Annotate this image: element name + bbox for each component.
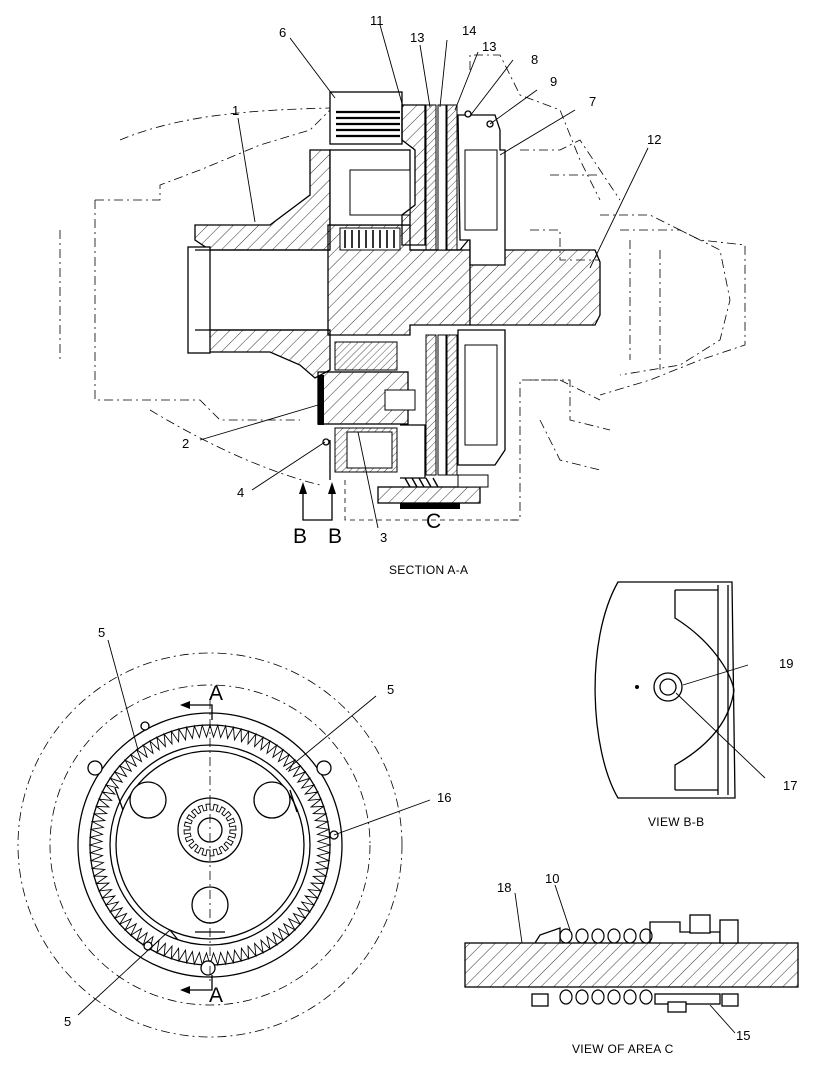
callout-3: 3	[380, 530, 388, 545]
section-mark-a-bottom: A	[209, 984, 224, 1007]
callout-1: 1	[232, 103, 240, 118]
callout-7: 7	[589, 94, 597, 109]
section-mark-b-right: B	[328, 525, 343, 548]
shaft-spline	[183, 803, 237, 857]
callout-2: 2	[182, 436, 190, 451]
section-mark-b-left: B	[293, 525, 308, 548]
callout-5c: 5	[64, 1014, 72, 1029]
section-mark-a-top: A	[209, 682, 224, 705]
view-b-b-drawing	[594, 581, 766, 799]
callout-4: 4	[237, 485, 245, 500]
callout-10: 10	[545, 871, 560, 886]
callout-9: 9	[550, 74, 558, 89]
ring-gear-teeth	[88, 723, 332, 967]
view-area-c-drawing	[464, 884, 799, 1034]
callout-16: 16	[437, 790, 452, 805]
callout-13b: 13	[482, 39, 497, 54]
callout-12: 12	[647, 132, 662, 147]
callout-5a: 5	[98, 625, 106, 640]
detail-mark-c: C	[426, 510, 442, 533]
plan-view-drawing	[17, 639, 431, 1038]
callout-14: 14	[462, 23, 477, 38]
callout-17: 17	[783, 778, 798, 793]
callout-8: 8	[531, 52, 539, 67]
callout-5b: 5	[387, 682, 395, 697]
caption-view-b-b: VIEW B-B	[648, 815, 705, 829]
caption-section-a-a: SECTION A-A	[389, 563, 469, 577]
callout-19: 19	[779, 656, 794, 671]
caption-view-area-c: VIEW OF AREA C	[572, 1042, 674, 1056]
callout-15: 15	[736, 1028, 751, 1043]
section-a-a-drawing	[59, 24, 746, 529]
callout-18: 18	[497, 880, 512, 895]
callout-11: 11	[370, 13, 384, 28]
callout-13a: 13	[410, 30, 425, 45]
callout-6: 6	[279, 25, 287, 40]
